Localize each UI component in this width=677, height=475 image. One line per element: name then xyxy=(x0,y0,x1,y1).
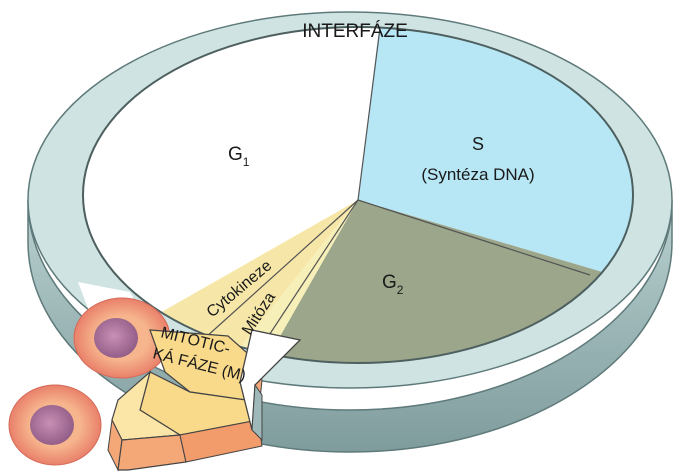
interphase-label: INTERFÁZE xyxy=(302,21,408,42)
daughter-cell xyxy=(9,385,101,465)
s-phase-detail: (Syntéza DNA) xyxy=(421,165,534,184)
s-phase-label: S xyxy=(472,134,484,154)
